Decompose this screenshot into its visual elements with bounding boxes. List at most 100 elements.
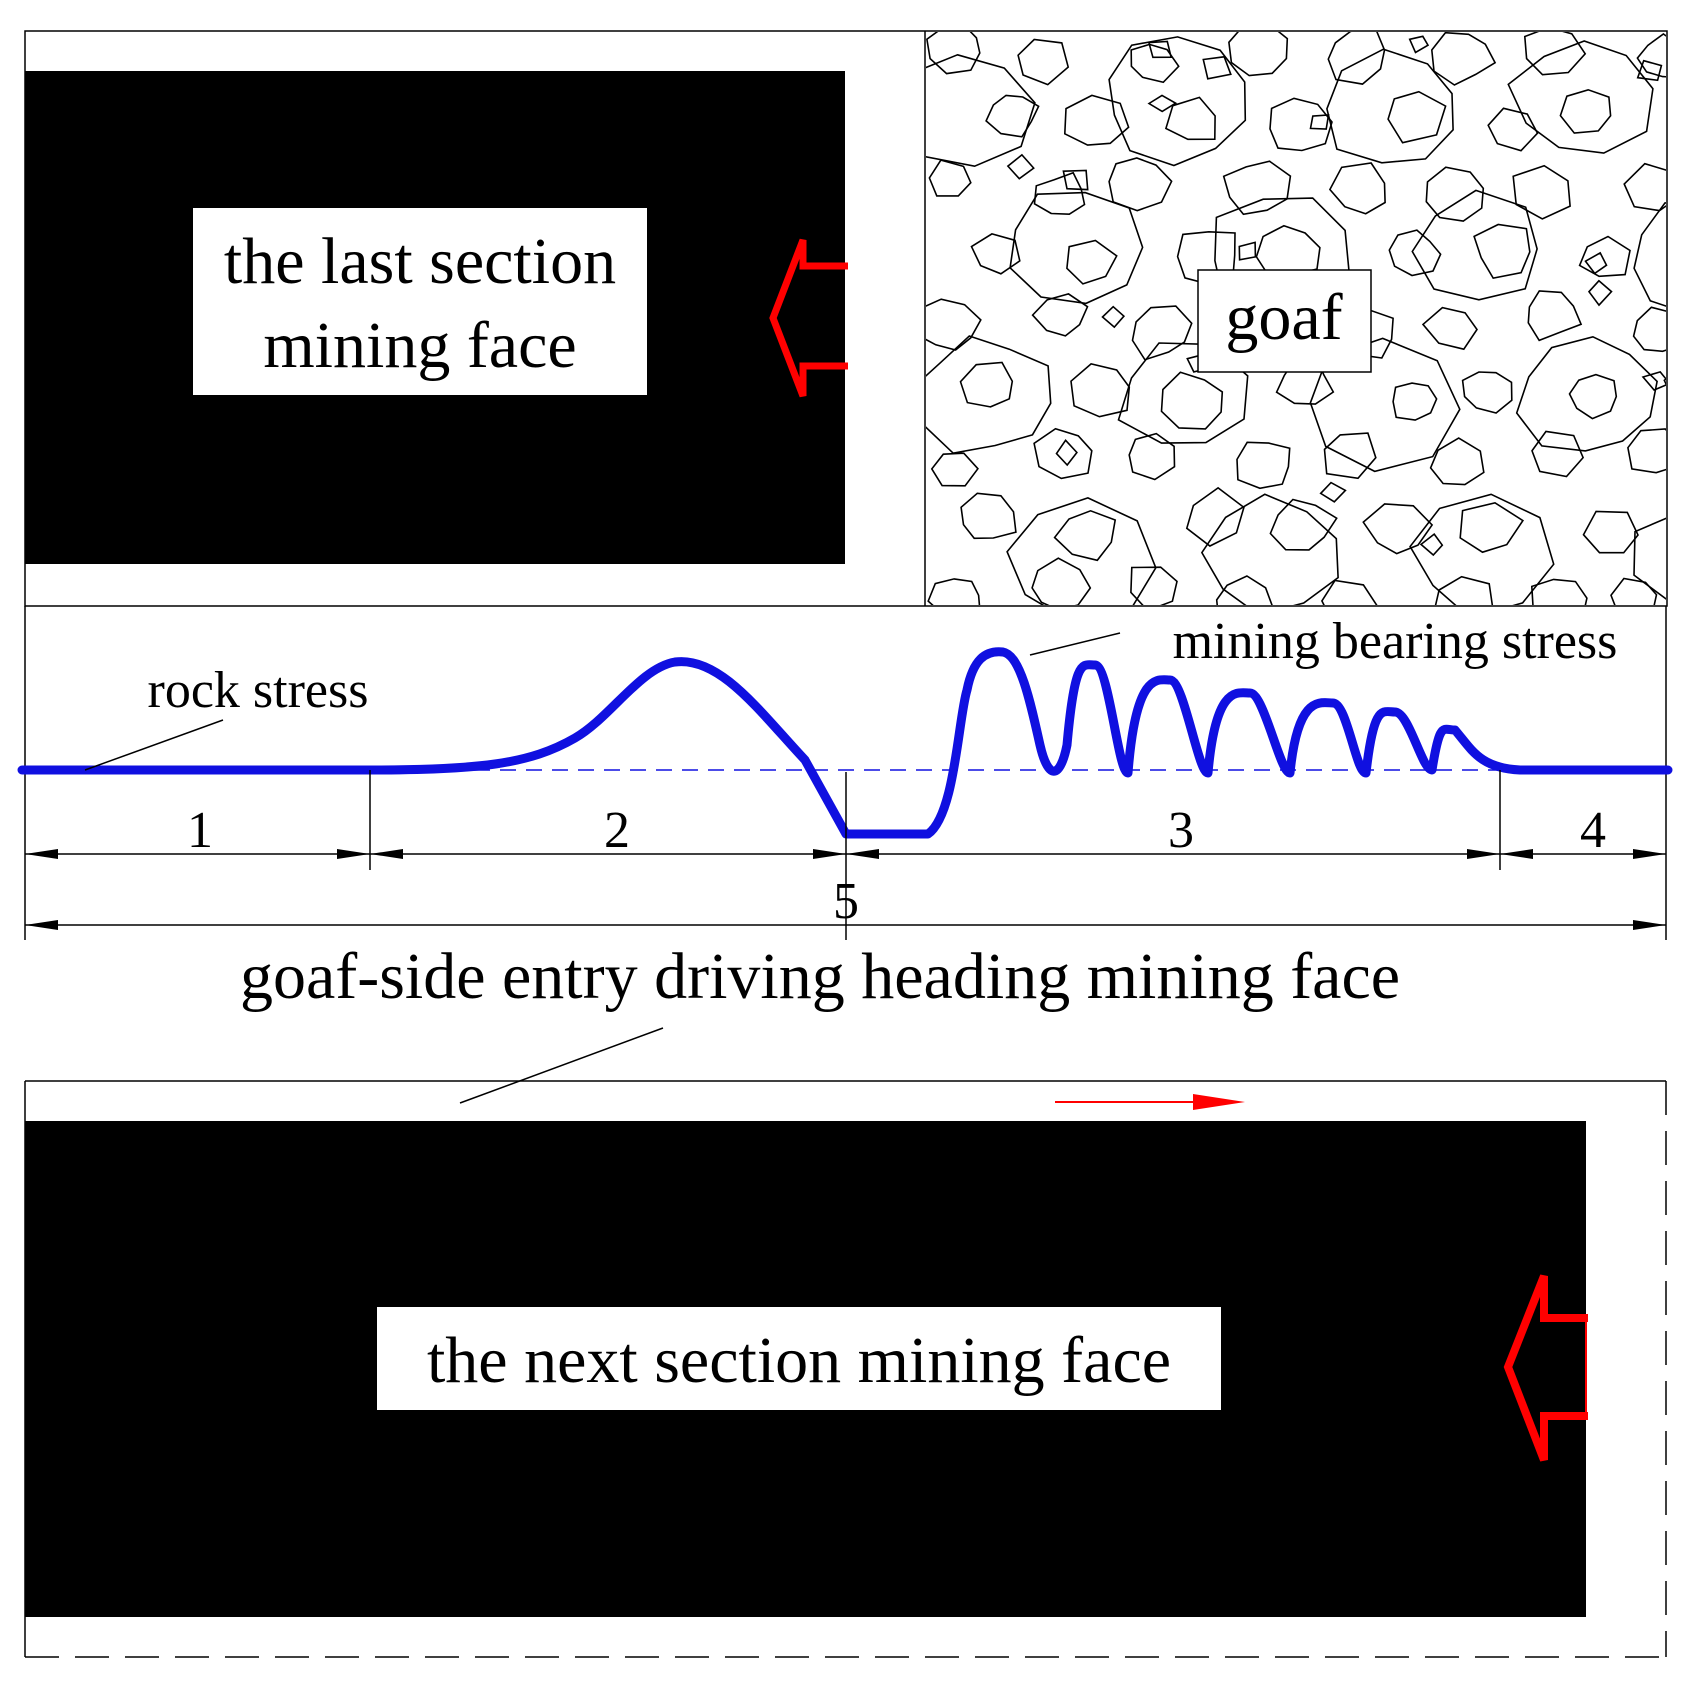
rubble-stone — [1328, 162, 1386, 215]
rubble-stone — [1031, 557, 1092, 605]
rubble-stone — [1017, 38, 1070, 86]
rubble-stone — [1070, 363, 1131, 418]
rubble-stone — [1408, 35, 1430, 54]
rubble-stone — [1362, 503, 1434, 555]
dim-arrowhead — [1633, 920, 1666, 930]
rubble-stone — [1130, 43, 1180, 84]
rubble-stone — [926, 53, 1036, 168]
rubble-stone — [1066, 239, 1118, 285]
zone-label-1: 1 — [187, 802, 213, 859]
rubble-stone — [1101, 305, 1126, 329]
rubble-stone — [1578, 235, 1631, 278]
dim-arrowhead — [370, 849, 403, 859]
dimension-row-zones — [25, 849, 1666, 859]
rubble-stone — [1202, 55, 1232, 80]
rubble-stone — [1459, 501, 1525, 554]
rubble-stone — [1425, 166, 1485, 222]
rubble-stone — [1236, 441, 1291, 490]
goaf-label: goaf — [1225, 281, 1342, 354]
rubble-stone — [1215, 575, 1273, 605]
rubble-stone — [1636, 59, 1663, 82]
dim-arrowhead — [846, 849, 879, 859]
rubble-stone — [1327, 32, 1386, 85]
rubble-stone — [1409, 493, 1555, 605]
rubble-stone — [1531, 430, 1585, 478]
rubble-stone — [1164, 96, 1216, 141]
rubble-stone — [1530, 578, 1588, 605]
rubble-stone — [1147, 94, 1178, 113]
zone-label-2: 2 — [604, 802, 630, 859]
rubble-stone — [1623, 162, 1666, 212]
mining-bearing-stress-leader — [1029, 632, 1121, 656]
rubble-stone — [1434, 575, 1494, 605]
rubble-stone — [1473, 223, 1531, 279]
entry-leader — [459, 1027, 664, 1104]
rubble-stone — [1610, 577, 1658, 605]
entry-label: goaf-side entry driving heading mining f… — [240, 940, 1400, 1013]
rubble-stone — [1108, 36, 1247, 167]
rubble-stone — [1461, 371, 1513, 414]
rubble-stone — [1387, 90, 1447, 144]
dim-arrowhead — [1467, 849, 1500, 859]
rubble-stone — [1320, 579, 1378, 605]
rubble-stone — [1670, 235, 1689, 278]
rubble-stone — [1130, 566, 1178, 605]
rubble-stone — [1131, 305, 1193, 361]
dim-arrowhead — [25, 920, 58, 930]
rubble-stone — [1641, 370, 1666, 391]
rubble-stone — [960, 492, 1017, 540]
rubble-stone — [1255, 224, 1321, 278]
rubble-stone — [1031, 293, 1089, 337]
rubble-stone — [1627, 428, 1666, 474]
rubble-stone — [1009, 191, 1144, 305]
rubble-stone — [1319, 481, 1347, 503]
rubble-stone — [1663, 377, 1666, 386]
dim-arrowhead — [337, 849, 370, 859]
rubble-stone — [1238, 241, 1257, 261]
stress-curve — [17, 647, 1673, 839]
dim-arrowhead — [1500, 849, 1533, 859]
rubble-stone — [926, 32, 981, 75]
rubble-stone — [1185, 486, 1245, 547]
rubble-stone — [927, 578, 981, 605]
last-face-label-line1: the last section — [224, 225, 616, 298]
rubble-stone — [1487, 107, 1539, 152]
rubble-stone — [1523, 32, 1587, 76]
rubble-stone — [926, 298, 982, 351]
zone-label-5: 5 — [833, 873, 859, 930]
rubble-stone — [1033, 427, 1093, 480]
rubble-stone — [1512, 164, 1571, 220]
rubble-stone — [1323, 432, 1377, 480]
rubble-stone — [1388, 229, 1442, 277]
rubble-stone — [1147, 40, 1173, 59]
rubble-stone — [959, 361, 1014, 408]
hollow-left-arrow-icon — [769, 238, 848, 398]
zone-label-4: 4 — [1580, 802, 1606, 859]
next-face-label-box — [377, 1307, 1221, 1410]
mining-bearing-stress-label: mining bearing stress — [1173, 613, 1618, 670]
dimension-row-total — [25, 920, 1666, 930]
zone-label-3: 3 — [1168, 802, 1194, 859]
rubble-stone — [1668, 511, 1689, 563]
rock-stress-label: rock stress — [148, 662, 369, 719]
rubble-stone — [1053, 509, 1117, 562]
rubble-stone — [1559, 88, 1612, 134]
rubble-stone — [1326, 48, 1454, 164]
rubble-stone — [970, 233, 1021, 275]
rubble-stone — [1679, 109, 1689, 156]
last-face-label-box — [193, 208, 647, 395]
right-arrow-icon — [1055, 1094, 1245, 1110]
hollow-left-arrow-icon — [1503, 1274, 1588, 1462]
rubble-stone — [1632, 306, 1666, 353]
rubble-stone — [1429, 437, 1485, 486]
rubble-stone — [1633, 202, 1666, 307]
rubble-stone — [1160, 371, 1224, 430]
rubble-stone — [1128, 432, 1176, 481]
rubble-stone — [1515, 335, 1658, 452]
rubble-stone — [1063, 94, 1130, 146]
rubble-stone — [1587, 279, 1613, 307]
rubble-stone — [1269, 97, 1333, 152]
rubble-stone — [1411, 189, 1538, 301]
dim-arrowhead — [25, 849, 58, 859]
